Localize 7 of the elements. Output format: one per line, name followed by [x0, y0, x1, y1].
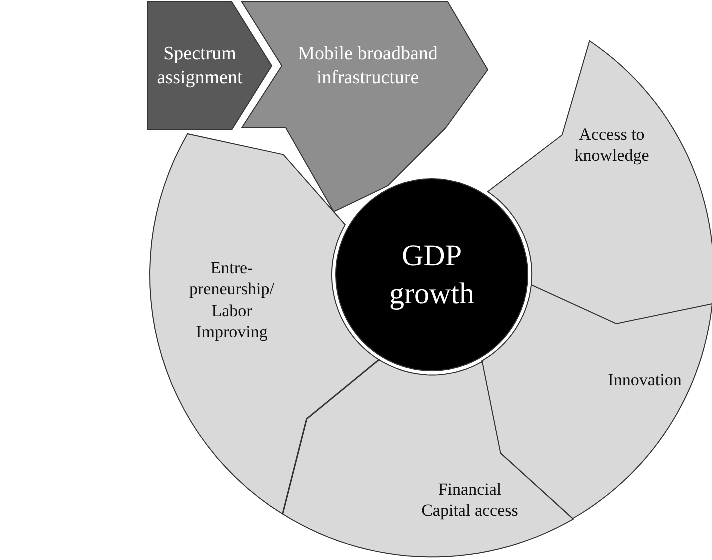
segment-label: Innovation: [607, 369, 683, 391]
segment-label: Mobile broadband infrastructure: [298, 42, 438, 90]
segment-label: Financial Capital access: [420, 478, 520, 522]
segment-label: Spectrum assignment: [156, 42, 244, 90]
segment-label: Entre- preneurship/ Labor Improving: [188, 258, 276, 342]
center-label: GDP growth: [388, 238, 476, 312]
segment-label: Access to knowledge: [574, 124, 650, 166]
